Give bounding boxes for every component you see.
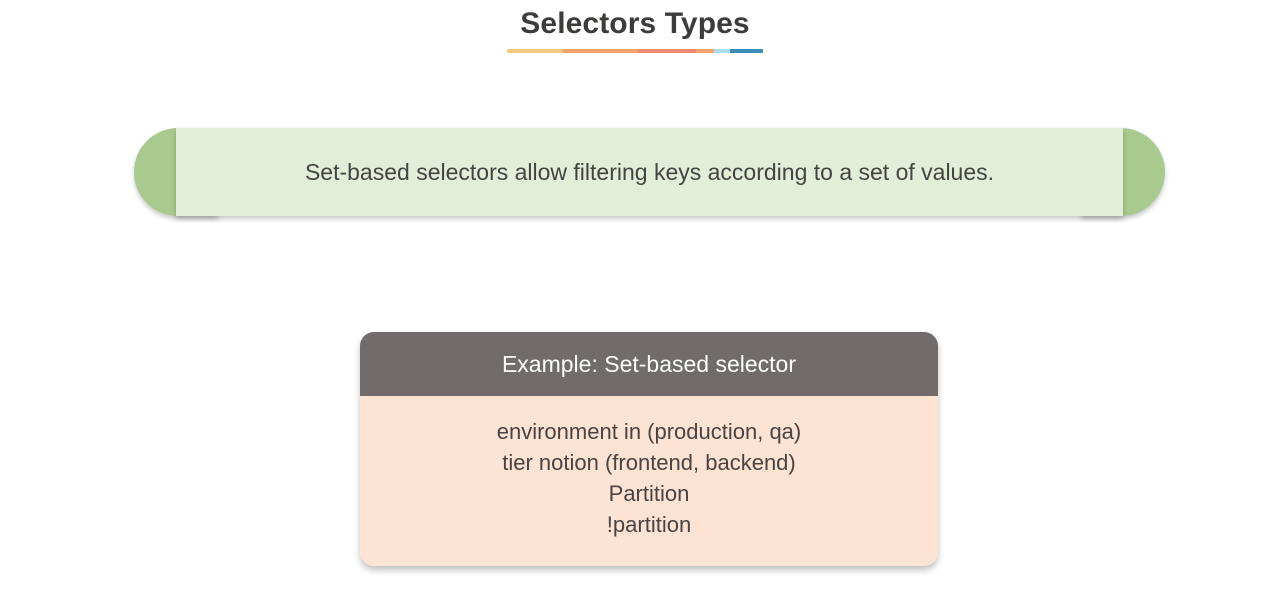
underline-segment-yellow (507, 49, 564, 53)
example-card: Example: Set-based selector environment … (360, 332, 938, 566)
example-line-3: Partition (608, 481, 690, 506)
example-card-header: Example: Set-based selector (360, 332, 938, 396)
title-underline-accent (507, 49, 763, 53)
banner-body: Set-based selectors allow filtering keys… (176, 128, 1123, 216)
example-line-4: !partition (606, 512, 692, 537)
underline-segment-light-blue (714, 49, 730, 53)
underline-segment-salmon (637, 49, 697, 53)
underline-segment-orange-2 (696, 49, 715, 53)
example-card-title: Example: Set-based selector (501, 351, 797, 377)
page-title: Selectors Types (520, 7, 750, 40)
underline-segment-orange (563, 49, 638, 53)
slide-header: Selectors Types (0, 0, 1270, 53)
underline-segment-blue (729, 49, 763, 53)
statement-banner: Set-based selectors allow filtering keys… (134, 128, 1165, 216)
example-card-body: environment in (production, qa) tier not… (360, 396, 938, 566)
example-line-2: tier notion (frontend, backend) (502, 450, 796, 475)
banner-text: Set-based selectors allow filtering keys… (304, 159, 995, 185)
example-line-1: environment in (production, qa) (496, 419, 802, 444)
